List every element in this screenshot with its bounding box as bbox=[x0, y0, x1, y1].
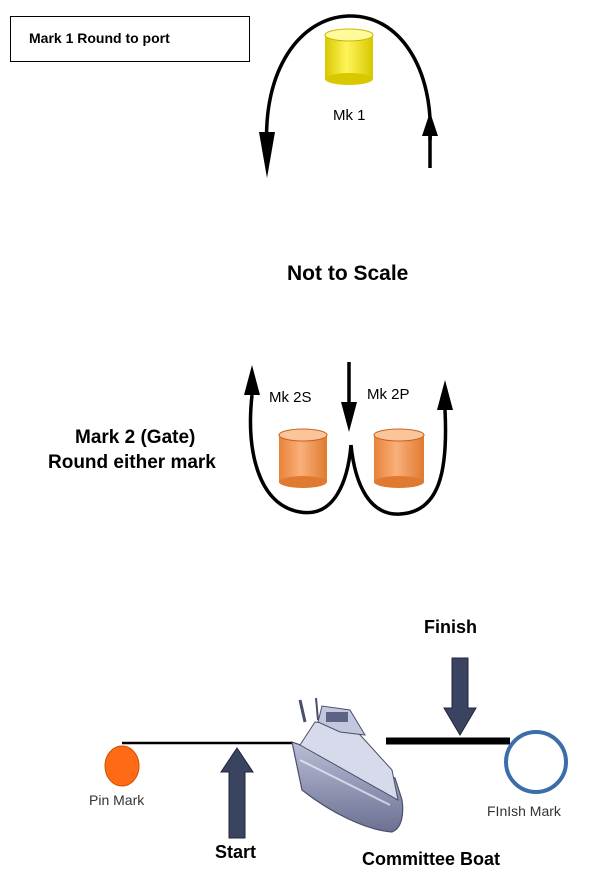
not-to-scale-note: Not to Scale bbox=[287, 262, 409, 285]
finish-arrow bbox=[443, 657, 477, 736]
mark1-instruction-box: Mark 1 Round to port bbox=[10, 16, 250, 62]
finish-line bbox=[386, 730, 568, 794]
gate-subtitle: Round either mark bbox=[48, 452, 216, 473]
mark2s-buoy bbox=[278, 428, 328, 488]
mark1-arrow-down bbox=[259, 132, 275, 178]
gate-rounding-paths bbox=[244, 362, 453, 516]
start-arrow bbox=[220, 747, 254, 839]
pin-mark-label: Pin Mark bbox=[89, 792, 145, 808]
mark1-arrow-up bbox=[422, 112, 438, 136]
mark2p-buoy bbox=[373, 428, 425, 488]
committee-boat-label: Committee Boat bbox=[362, 849, 501, 869]
gate-left-arrow-up bbox=[244, 365, 260, 395]
mark2s-label: Mk 2S bbox=[269, 389, 312, 406]
gate-title: Mark 2 (Gate) bbox=[75, 427, 196, 448]
committee-boat bbox=[291, 697, 404, 833]
mark1-rounding-path bbox=[259, 14, 438, 178]
mark1-instruction-text: Mark 1 Round to port bbox=[29, 30, 170, 46]
gate-center-arrow-down bbox=[341, 402, 357, 432]
start-line bbox=[104, 741, 292, 787]
mark1-label: Mk 1 bbox=[333, 107, 366, 124]
mark2p-label: Mk 2P bbox=[367, 386, 410, 403]
finish-mark-label: FInIsh Mark bbox=[487, 803, 561, 819]
gate-right-arrow-up bbox=[437, 380, 453, 410]
finish-label: Finish bbox=[424, 617, 477, 637]
pin-mark-buoy bbox=[104, 745, 140, 787]
mark1-buoy bbox=[324, 28, 374, 85]
finish-mark-buoy bbox=[504, 730, 568, 794]
start-label: Start bbox=[215, 842, 257, 862]
